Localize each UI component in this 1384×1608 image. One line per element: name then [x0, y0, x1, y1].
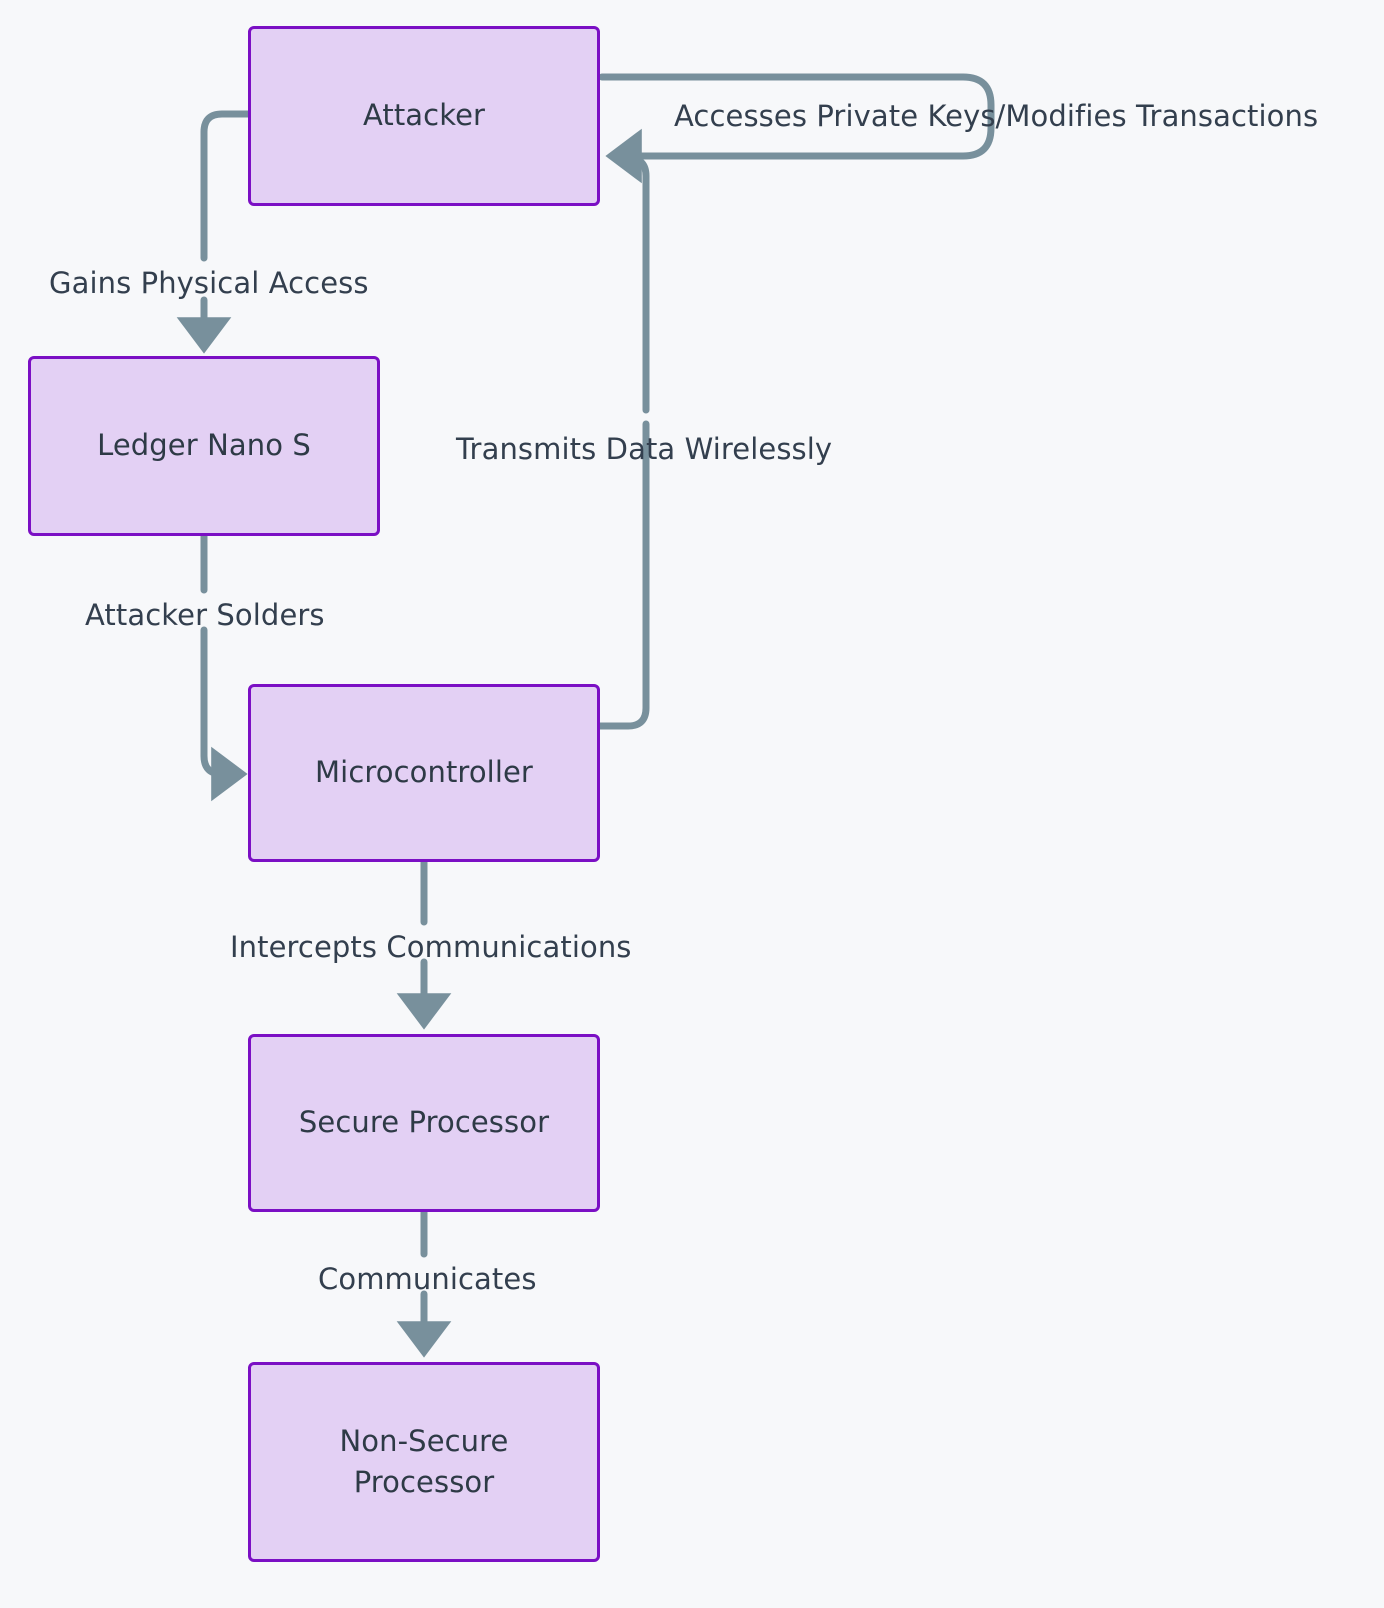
edge-attacker-ledger — [176, 110, 252, 354]
edge-label-attacker-solders: Attacker Solders — [85, 598, 325, 632]
edge-label-communicates: Communicates — [318, 1262, 537, 1296]
node-attacker[interactable]: Attacker — [248, 26, 600, 206]
node-ledger-nano-s[interactable]: Ledger Nano S — [28, 356, 380, 536]
node-non-secure-processor-label: Non-Secure Processor — [339, 1423, 509, 1499]
edge-label-accesses-private-keys: Accesses Private Keys/Modifies Transacti… — [674, 99, 1319, 133]
edge-label-gains-physical-access: Gains Physical Access — [49, 266, 369, 300]
node-secure-processor-label: Secure Processor — [298, 1105, 550, 1140]
node-non-secure-processor[interactable]: Non-Secure Processor — [248, 1362, 600, 1562]
node-attacker-label: Attacker — [362, 98, 486, 133]
edge-label-intercepts-communications: Intercepts Communications — [230, 930, 632, 964]
edge-ledger-microcontroller — [200, 532, 248, 802]
node-secure-processor[interactable]: Secure Processor — [248, 1034, 600, 1212]
node-microcontroller[interactable]: Microcontroller — [248, 684, 600, 862]
edge-label-transmits-data-wirelessly: Transmits Data Wirelessly — [456, 432, 833, 466]
node-ledger-nano-s-label: Ledger Nano S — [97, 428, 311, 463]
node-microcontroller-label: Microcontroller — [315, 755, 533, 790]
